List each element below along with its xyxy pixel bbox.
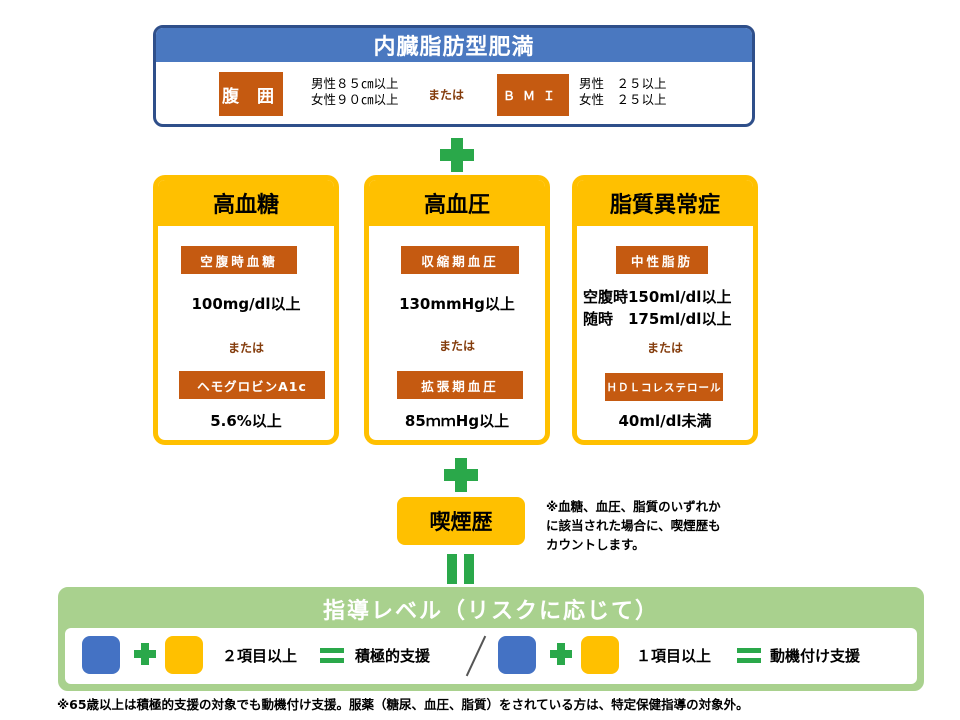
blue-square-icon — [498, 636, 536, 674]
guidance-level-title: 指導レベル（リスクに応じて） — [322, 599, 659, 624]
diastolic-tag: 拡張期血圧 — [397, 371, 523, 399]
level1-count: ２項目以上 — [222, 647, 298, 665]
diastolic-value: 85ｍｍHg以上 — [404, 412, 510, 430]
plus-icon — [444, 458, 478, 492]
plus-icon — [440, 138, 474, 172]
smoking-note-line: カウントします。 — [546, 537, 645, 552]
card-title: 脂質異常症 — [577, 180, 753, 226]
guidance-level-content: ２項目以上 積極的支援 １項目以上 動機付け支援 — [65, 628, 917, 684]
level2-count: １項目以上 — [636, 647, 712, 665]
equals-icon — [447, 554, 475, 584]
waist-criteria: 男性８５㎝以上 女性９０㎝以上 — [311, 76, 399, 108]
fasting-glucose-value: 100mg/dl以上 — [191, 295, 301, 313]
level2-result: 動機付け支援 — [770, 647, 861, 665]
hypertension-card: 高血圧 収縮期血圧 130mmHg以上 または 拡張期血圧 85ｍｍHg以上 — [364, 175, 550, 445]
gold-square-icon — [581, 636, 619, 674]
smoking-note: ※血糖、血圧、脂質のいずれか に該当された場合に、喫煙歴も カウントします。 — [546, 497, 721, 554]
hyperglycemia-card: 高血糖 空腹時血糖 100mg/dl以上 または ヘモグロビンA1c 5.6%以… — [153, 175, 339, 445]
systolic-tag: 収縮期血圧 — [401, 246, 519, 274]
hba1c-tag: ヘモグロビンA1c — [179, 371, 325, 399]
bmi-criteria: 男性 ２５以上 女性 ２５以上 — [579, 76, 667, 108]
or-label: または — [646, 341, 683, 355]
triglyceride-fasting-value: 空腹時150ml/dl以上 — [583, 288, 732, 306]
dyslipidemia-card: 脂質異常症 中性脂肪 空腹時150ml/dl以上 随時 175ml/dl以上 ま… — [572, 175, 758, 445]
card-title: 高血糖 — [158, 180, 334, 226]
smoking-note-line: ※血糖、血圧、脂質のいずれか — [546, 499, 721, 514]
or-label: または — [227, 341, 264, 355]
waist-male: 男性８５㎝以上 — [311, 76, 399, 91]
bmi-female: 女性 ２５以上 — [579, 92, 667, 107]
waist-tag: 腹 囲 — [219, 72, 283, 116]
blue-square-icon — [82, 636, 120, 674]
waist-female: 女性９０㎝以上 — [311, 92, 399, 107]
card-title: 高血圧 — [369, 180, 545, 226]
bmi-tag: ＢＭＩ — [497, 74, 569, 116]
divider — [465, 635, 487, 677]
footnote: ※65歳以上は積極的支援の対象でも動機付け支援。服薬（糖尿、血圧、脂質）をされて… — [57, 697, 749, 712]
visceral-obesity-title: 内臓脂肪型肥満 — [156, 28, 752, 62]
equals-icon — [737, 648, 761, 664]
plus-icon — [134, 643, 156, 665]
fasting-glucose-tag: 空腹時血糖 — [181, 246, 297, 274]
plus-icon — [550, 643, 572, 665]
or-label: または — [438, 339, 475, 353]
bmi-male: 男性 ２５以上 — [579, 76, 667, 91]
smoking-history-box: 喫煙歴 — [397, 497, 525, 545]
equals-icon — [320, 648, 344, 664]
systolic-value: 130mmHg以上 — [399, 295, 515, 313]
hba1c-value: 5.6%以上 — [210, 412, 282, 430]
visceral-obesity-box: 内臓脂肪型肥満 腹 囲 男性８５㎝以上 女性９０㎝以上 または ＢＭＩ 男性 ２… — [153, 25, 755, 127]
level1-result: 積極的支援 — [355, 647, 431, 665]
triglyceride-random-value: 随時 175ml/dl以上 — [583, 310, 732, 328]
hdl-tag: ＨＤＬコレステロール — [605, 373, 723, 401]
hdl-value: 40ml/dl未満 — [618, 412, 712, 430]
smoking-note-line: に該当された場合に、喫煙歴も — [546, 518, 721, 533]
triglyceride-tag: 中性脂肪 — [616, 246, 708, 274]
or-label: または — [428, 88, 465, 102]
guidance-level-box: 指導レベル（リスクに応じて） ２項目以上 積極的支援 １項目以上 動機付け支援 — [58, 587, 924, 691]
gold-square-icon — [165, 636, 203, 674]
